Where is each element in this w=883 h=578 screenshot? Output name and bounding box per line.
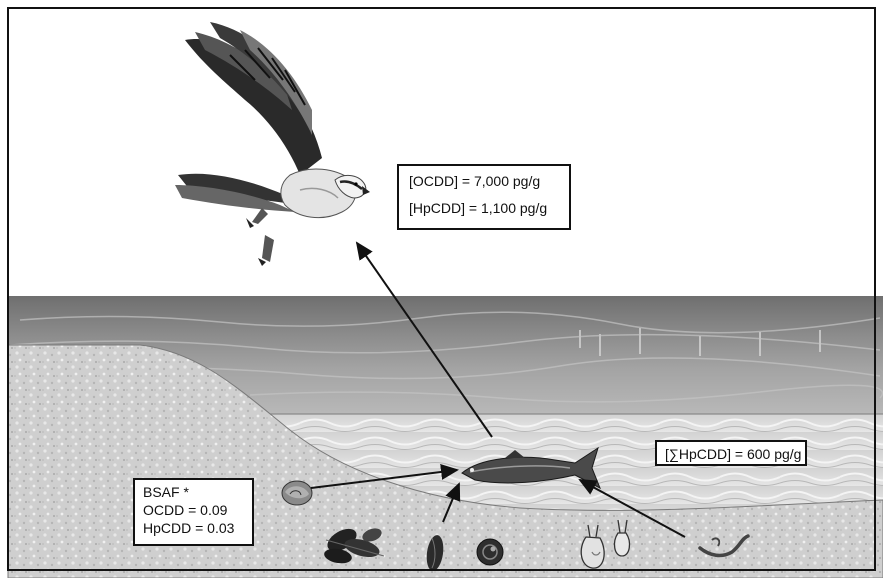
- osprey-concentration-box: [OCDD] = 7,000 pg/g [HpCDD] = 1,100 pg/g: [397, 164, 571, 230]
- bsaf-hpcdd-label: HpCDD = 0.03: [143, 520, 252, 538]
- snail-icon: [282, 481, 312, 505]
- bsaf-box: BSAF * OCDD = 0.09 HpCDD = 0.03: [133, 478, 254, 546]
- osprey-ocdd-label: [OCDD] = 7,000 pg/g: [409, 172, 569, 191]
- bsaf-ocdd-label: OCDD = 0.09: [143, 502, 252, 520]
- round-shell-icon: [477, 539, 503, 565]
- osprey-hpcdd-label: [HpCDD] = 1,100 pg/g: [409, 199, 569, 218]
- sky: [0, 0, 883, 296]
- bsaf-title: BSAF *: [143, 484, 252, 502]
- fish-concentration-box: [∑HpCDD] = 600 pg/g: [655, 440, 807, 466]
- fish-sum-hpcdd-label: [∑HpCDD] = 600 pg/g: [665, 445, 805, 464]
